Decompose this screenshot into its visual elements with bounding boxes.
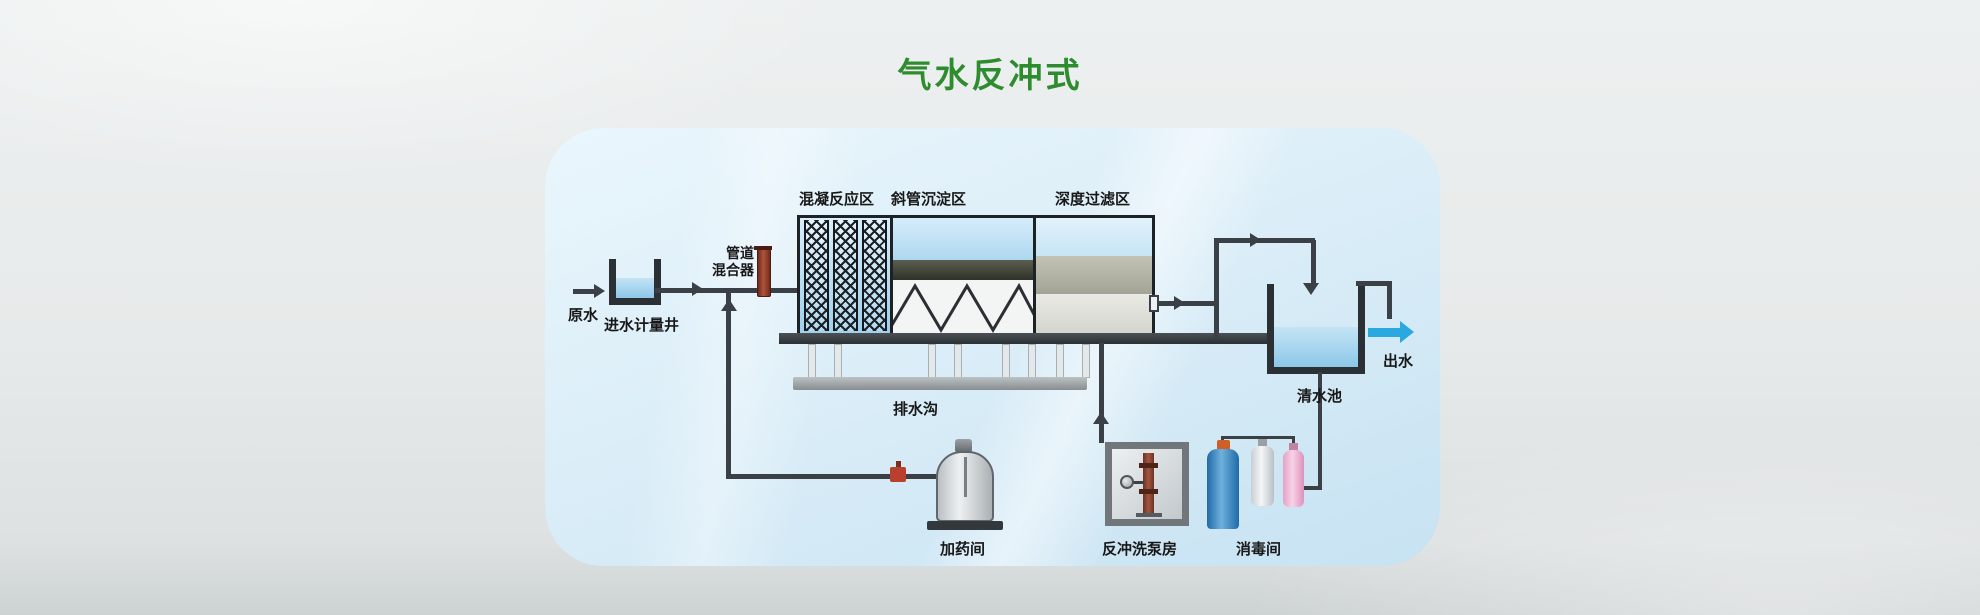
filtration-zone-label: 深度过滤区	[1055, 191, 1131, 208]
chlorine-cylinder	[1207, 449, 1239, 529]
filter-outlet-fitting	[1149, 295, 1159, 312]
outlet-arrow	[1368, 328, 1401, 337]
disinfectant-feed-pipe	[1301, 486, 1322, 490]
bottom-collection-pipe	[779, 333, 1267, 344]
inlet-well-label: 进水计量井	[604, 317, 680, 334]
page-title: 气水反冲式	[897, 57, 1083, 95]
dosing-bottle-white-neck	[1258, 439, 1267, 448]
inclined-tube-area	[887, 280, 1040, 333]
flow-arrow-up-icon	[721, 299, 737, 311]
disinfection-header-pipe	[1221, 436, 1295, 439]
support-column	[954, 344, 962, 378]
dosing-tank	[936, 451, 994, 522]
coagulation-zone	[800, 218, 893, 333]
clear-water-tank-water	[1274, 327, 1358, 367]
drain-channel-label: 排水沟	[893, 401, 939, 418]
support-column	[834, 344, 842, 378]
drain-channel	[793, 377, 1087, 390]
dosing-riser-pipe	[726, 291, 731, 479]
pipe-mixer-label: 管道 混合器	[712, 245, 754, 278]
dosing-room-label: 加药间	[940, 541, 986, 558]
backwash-pump-room-label: 反冲洗泵房	[1102, 541, 1178, 558]
filter-media-band	[1036, 256, 1152, 294]
pump-flange-top	[1139, 463, 1158, 468]
disinfectant-riser-pipe	[1318, 372, 1322, 490]
clearwater-riser-pipe	[1214, 240, 1219, 338]
inlet-well-water	[616, 278, 654, 298]
dosing-tank-base	[927, 521, 1003, 530]
inlet-well	[609, 259, 661, 305]
flow-arrow-right-icon	[1174, 296, 1185, 310]
dosing-valve-stem	[896, 461, 901, 469]
dosing-valve	[890, 467, 906, 482]
filtration-zone	[1036, 218, 1152, 333]
clear-water-tank-label: 清水池	[1297, 388, 1343, 405]
flow-arrow-up-icon	[1093, 412, 1109, 424]
support-column	[928, 344, 936, 378]
backwash-pump-room	[1105, 442, 1189, 526]
support-column	[1002, 344, 1010, 378]
lattice-column	[804, 220, 829, 331]
outlet-pipe	[1356, 281, 1392, 286]
main-tank	[797, 215, 1155, 336]
support-column	[808, 344, 816, 378]
pipe-mixer-cap-top	[754, 246, 772, 250]
inclined-tube-zigzag	[887, 282, 1040, 333]
pump-flange-mid	[1139, 489, 1158, 494]
disinfection-room-label: 消毒间	[1236, 541, 1282, 558]
sedimentation-zone	[887, 218, 1040, 333]
pump-valve-icon	[1120, 475, 1134, 489]
raw-water-label: 原水	[568, 307, 599, 324]
tank-inlet-stub-pipe	[1311, 240, 1316, 285]
sedimentation-zone-label: 斜管沉淀区	[891, 191, 967, 208]
dosing-bottle-white	[1251, 446, 1274, 506]
coagulation-zone-label: 混凝反应区	[799, 191, 875, 208]
filter-outlet-pipe	[1157, 301, 1217, 306]
dosing-tank-agitator	[964, 457, 967, 497]
dosing-line-pipe	[726, 474, 938, 479]
pump-base	[1136, 513, 1162, 517]
support-column	[1082, 344, 1090, 378]
inlet-pipe	[655, 288, 799, 293]
sedimentation-sludge-band	[893, 260, 1033, 280]
overhead-pipe	[1214, 238, 1315, 243]
raw-water-pipe	[573, 289, 595, 294]
filtration-water	[1036, 218, 1152, 256]
flow-arrow-right-icon	[594, 284, 605, 298]
clear-water-tank	[1267, 284, 1365, 374]
disinfection-stub-pipe	[1292, 436, 1295, 447]
pipe-mixer	[757, 249, 771, 297]
flow-arrow-down-icon	[1303, 283, 1319, 295]
chlorine-cylinder-cap	[1217, 440, 1230, 451]
lattice-column	[833, 220, 858, 331]
sedimentation-water	[893, 218, 1033, 260]
outlet-label: 出水	[1383, 353, 1414, 370]
outlet-arrow-head-icon	[1400, 321, 1414, 343]
lattice-column	[862, 220, 887, 331]
filter-underdrain	[1036, 294, 1152, 333]
dosing-bottle-pink	[1283, 450, 1304, 507]
flow-arrow-right-icon	[692, 282, 703, 296]
support-column	[1028, 344, 1036, 378]
dosing-tank-motor	[955, 439, 972, 453]
outlet-pipe-down	[1387, 281, 1392, 319]
backwash-riser-pipe	[1099, 343, 1104, 443]
dosing-bottle-pink-neck	[1289, 443, 1298, 452]
pump-link-pipe	[1132, 481, 1144, 484]
backwash-pump-icon	[1143, 453, 1154, 513]
support-column	[1056, 344, 1064, 378]
flow-arrow-right-icon	[1250, 233, 1261, 247]
